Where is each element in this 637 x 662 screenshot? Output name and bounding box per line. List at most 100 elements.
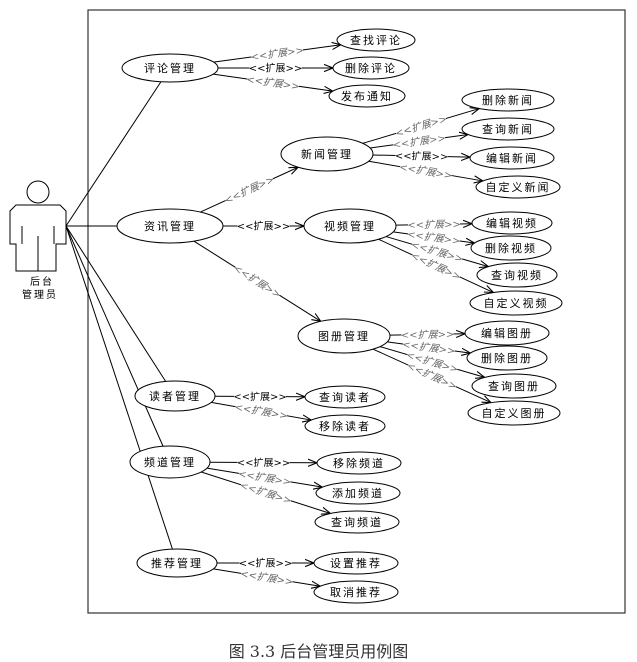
extend-recommend-0-label-bg (239, 556, 292, 568)
use-case-comment-child-0-ellipse (336, 28, 416, 52)
extend-album-0-label-bg (401, 326, 454, 340)
use-case-album-label: 图册管理 (318, 329, 370, 343)
extend-video-0-label-bg (407, 216, 461, 230)
use-case-reader-child-0-ellipse (304, 385, 386, 409)
use-case-reader: 读者管理 (134, 380, 216, 412)
extend-news-2-extend-label: <<扩展>> (395, 149, 449, 163)
extend-news-0-label-bg (394, 111, 448, 139)
use-case-comment-child-0-label: 查找评论 (350, 33, 402, 47)
use-case-video-child-2-label: 查询视频 (491, 268, 543, 282)
use-case-album-child-3-ellipse (467, 400, 561, 426)
use-case-video-child-1-ellipse (470, 235, 552, 261)
actor-head (26, 180, 50, 204)
extend-video-0-extend-label: <<扩展>> (407, 218, 461, 231)
actor-label-line1: 后台 (30, 275, 54, 288)
use-case-album-child-3-label: 自定义图册 (482, 406, 547, 420)
use-case-channel-child-0-label: 移除频道 (333, 456, 385, 470)
use-case-reader-child-0-label: 查询读者 (319, 390, 371, 404)
use-case-reader-label: 读者管理 (149, 389, 201, 403)
use-case-album: 图册管理 (297, 318, 391, 354)
use-case-album-child-0: 编辑图册 (464, 320, 550, 346)
use-case-news-child-2-ellipse (469, 146, 555, 170)
use-case-comment-child-2-ellipse (328, 84, 406, 108)
extend-comment-2-label-bg (246, 72, 300, 92)
use-case-info: 资讯管理 (116, 208, 224, 244)
use-case-comment-label: 评论管理 (144, 61, 196, 75)
association-comment (65, 81, 162, 227)
use-case-channel-child-2: 查询频道 (314, 510, 400, 534)
extend-info-album-extend-label: <<扩展>> (231, 262, 283, 301)
use-case-album-child-2-ellipse (471, 373, 557, 399)
system-boundary (87, 9, 626, 614)
use-case-diagram: <<扩展>> <<扩展>> <<扩展>> <<扩展>> <<扩展>> <<扩展>> <<扩展… (9, 9, 626, 614)
use-case-video-child-3: 自定义视频 (469, 290, 563, 316)
extend-info-news-extend-label: <<扩展>> (223, 173, 277, 206)
use-case-channel-child-2-label: 查询频道 (331, 515, 383, 529)
extend-album-2-label-bg (406, 347, 460, 375)
use-case-comment: 评论管理 (121, 53, 219, 83)
use-case-recommend-child-0-label: 设置推荐 (330, 556, 382, 570)
use-case-recommend-ellipse (136, 548, 218, 578)
use-case-comment-child-2: 发布通知 (328, 84, 406, 108)
use-case-album-child-1: 删除图册 (466, 345, 548, 371)
extend-video-2-label-bg (410, 237, 465, 264)
extend-reader-1-label-bg (234, 399, 289, 421)
extend-info-news-label-bg (222, 172, 275, 206)
use-case-channel-label: 频道管理 (144, 455, 196, 469)
use-case-comment-child-1-ellipse (332, 56, 410, 80)
use-case-channel-child-0: 移除频道 (316, 451, 402, 475)
use-case-channel: 频道管理 (129, 445, 211, 479)
use-case-video-ellipse (303, 208, 397, 244)
use-case-reader-ellipse (134, 380, 216, 412)
use-case-album-child-1-label: 删除图册 (481, 351, 533, 365)
use-case-recommend-child-0-ellipse (313, 551, 399, 575)
figure-caption: 图 3.3 后台管理员用例图 (228, 642, 409, 661)
use-case-news-child-1-ellipse (461, 117, 555, 141)
extend-album-0-extend-label: <<扩展>> (401, 328, 455, 341)
use-case-news-child-3: 自定义新闻 (475, 175, 561, 199)
use-case-news-child-3-ellipse (475, 175, 561, 199)
extend-comment-1-extend-label: <<扩展>> (249, 62, 303, 75)
use-case-video: 视频管理 (303, 208, 397, 244)
use-case-news-child-3-label: 自定义新闻 (486, 180, 551, 194)
use-case-recommend-child-1: 取消推荐 (313, 580, 399, 604)
use-case-recommend: 推荐管理 (136, 548, 218, 578)
use-case-news-child-0-label: 删除新闻 (482, 93, 534, 107)
use-case-news-child-2: 编辑新闻 (469, 146, 555, 170)
use-case-news-child-0-ellipse (461, 88, 555, 112)
use-case-channel-child-1: 添加频道 (315, 481, 401, 505)
extend-reader-0-extend-label: <<扩展>> (233, 390, 287, 403)
association-channel (65, 225, 164, 447)
extend-channel-2-label-bg (239, 478, 293, 506)
extend-news-1-label-bg (392, 130, 446, 150)
extend-info-video-extend-label: <<扩展>> (237, 220, 291, 233)
use-case-video-child-1: 删除视频 (470, 235, 552, 261)
use-case-news-child-1: 查询新闻 (461, 117, 555, 141)
extend-video-1-label-bg (407, 227, 461, 246)
use-case-video-child-1-label: 删除视频 (485, 241, 537, 255)
use-case-recommend-child-1-label: 取消推荐 (330, 585, 382, 599)
use-case-reader-child-1-label: 移除读者 (319, 419, 371, 433)
association-reader (65, 225, 167, 382)
use-case-channel-child-1-label: 添加频道 (332, 486, 384, 500)
use-case-news-label: 新闻管理 (301, 147, 353, 161)
association-recommend (65, 225, 173, 550)
use-case-video-child-0-label: 编辑视频 (486, 216, 538, 230)
use-case-reader-child-1: 移除读者 (304, 414, 386, 438)
use-case-album-ellipse (297, 318, 391, 354)
extend-channel-0-label-bg (237, 455, 290, 468)
extend-recommend-0-extend-label: <<扩展>> (239, 557, 293, 570)
use-case-channel-child-2-ellipse (314, 510, 400, 534)
use-case-video-child-0-ellipse (471, 211, 553, 235)
use-case-album-child-1-ellipse (466, 345, 548, 371)
use-case-reader-child-0: 查询读者 (304, 385, 386, 409)
use-case-info-label: 资讯管理 (144, 219, 196, 233)
extend-info-video-label-bg (237, 219, 290, 231)
extend-video-3-label-bg (410, 248, 463, 282)
use-case-album-child-2: 查询图册 (471, 373, 557, 399)
actor-admin: 后台 管理员 (9, 180, 67, 301)
use-case-album-child-0-label: 编辑图册 (481, 326, 533, 340)
use-case-news-child-1-label: 查询新闻 (482, 122, 534, 136)
use-case-recommend-label: 推荐管理 (151, 556, 203, 570)
use-case-album-child-0-ellipse (464, 320, 550, 346)
